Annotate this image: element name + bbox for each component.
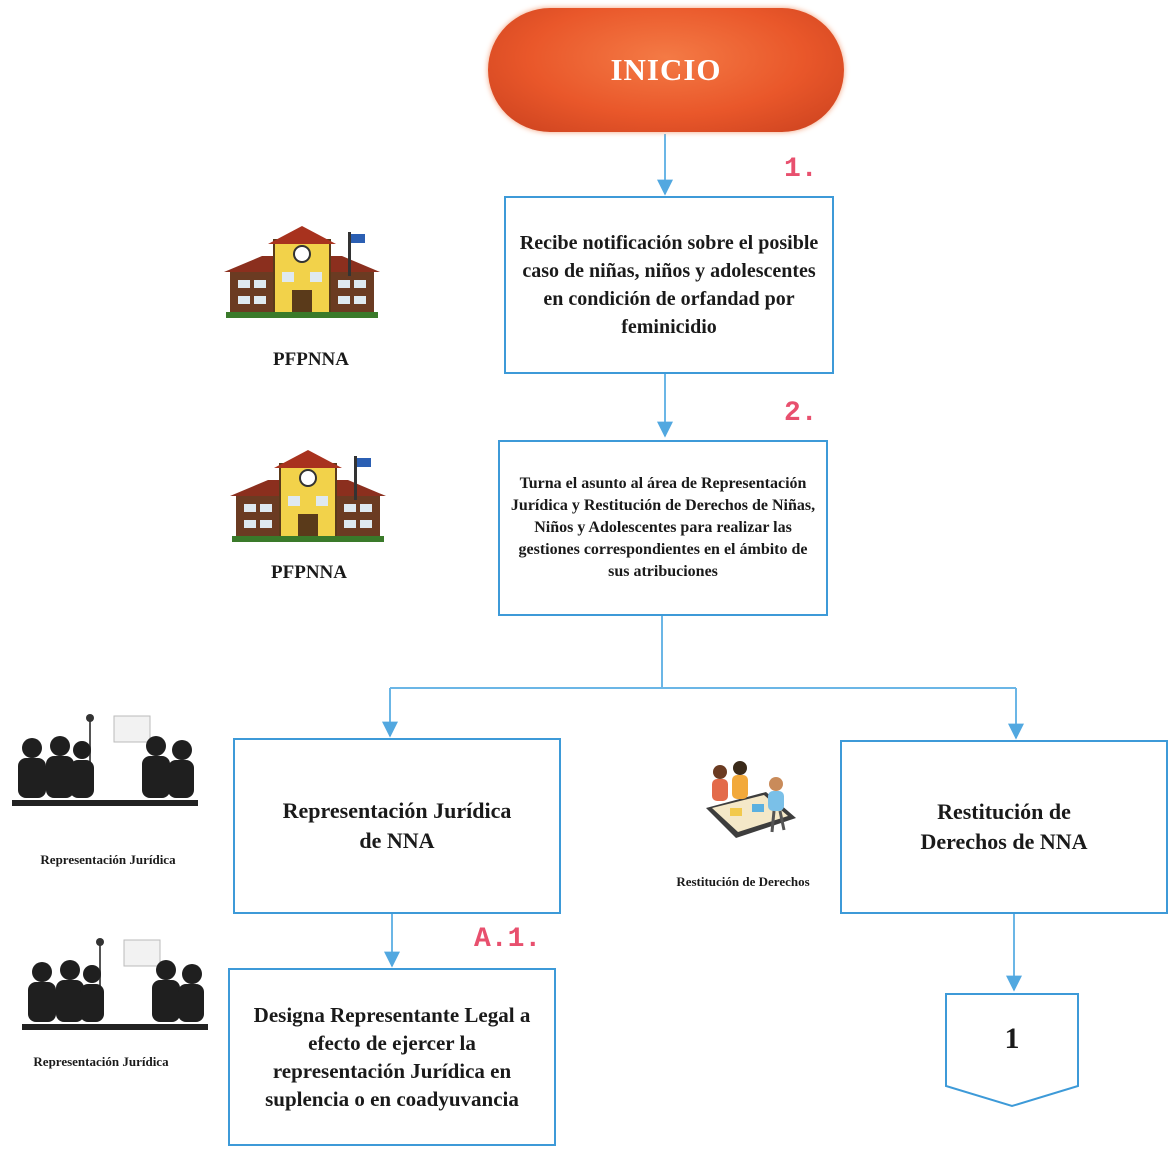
actor-label-step1: PFPNNA — [273, 349, 349, 370]
process-box-legal-representation: Representación Jurídica de NNA — [233, 738, 561, 914]
start-label: INICIO — [610, 52, 722, 87]
offpage-connector-shape — [945, 993, 1079, 1108]
substep-a1-text: Designa Representante Legal a efecto de … — [253, 1003, 531, 1111]
process-box-step1: Recibe notificación sobre el posible cas… — [504, 196, 834, 374]
step1-text: Recibe notificación sobre el posible cas… — [519, 232, 819, 338]
legal-representation-title: Representación Jurídica de NNA — [282, 798, 512, 853]
process-box-substep-a1: Designa Representante Legal a efecto de … — [228, 968, 556, 1146]
rights-restitution-title: Restitución de Derechos de NNA — [920, 799, 1088, 854]
step2-text: Turna el asunto al área de Representació… — [510, 475, 816, 580]
school-building-icon — [230, 450, 386, 542]
actor-label-left-branch: Representación Jurídica — [40, 852, 176, 867]
offpage-connector-label: 1 — [1004, 1022, 1020, 1055]
actor-label-step2: PFPNNA — [271, 562, 347, 583]
step-number-a1: A.1. — [474, 924, 542, 955]
actor-label-substep: Representación Jurídica — [33, 1054, 169, 1069]
meeting-people-icon — [22, 938, 208, 1030]
step-number-2: 2. — [784, 398, 818, 429]
school-building-icon — [224, 226, 380, 318]
step-number-1: 1. — [784, 154, 818, 185]
process-box-step2: Turna el asunto al área de Representació… — [498, 440, 828, 616]
process-box-rights-restitution: Restitución de Derechos de NNA — [840, 740, 1168, 914]
actor-label-right-branch: Restitución de Derechos — [676, 874, 810, 889]
start-terminator: INICIO — [488, 8, 844, 132]
team-planning-icon — [706, 761, 796, 838]
meeting-people-icon — [12, 714, 198, 806]
